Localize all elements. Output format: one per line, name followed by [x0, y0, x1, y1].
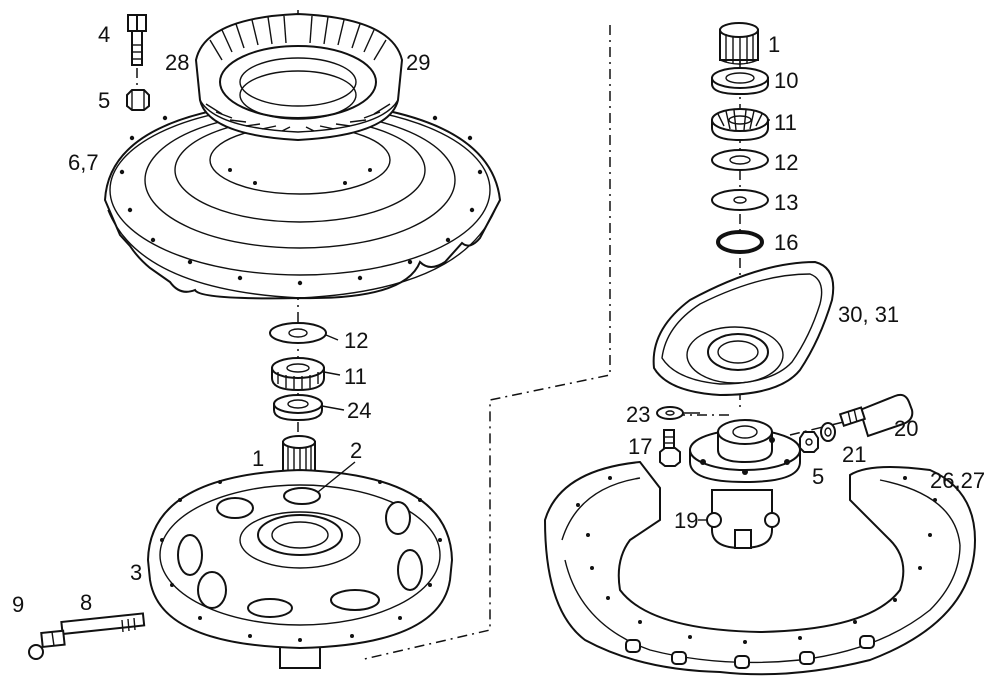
gearbox-hub-19	[689, 419, 801, 550]
label-11-left: 11	[344, 364, 367, 389]
label-26-27: 26,27	[930, 468, 985, 493]
label-1-right: 1	[768, 32, 780, 57]
label-3: 3	[130, 560, 142, 585]
washer-10	[711, 67, 769, 96]
label-12-left: 12	[344, 328, 368, 353]
washer-21	[820, 422, 836, 442]
bevel-gear-28-29	[194, 12, 404, 142]
label-5-right: 5	[812, 464, 824, 489]
label-12-right: 12	[774, 150, 798, 175]
washer-12-left	[269, 322, 327, 344]
label-1-left: 1	[252, 446, 264, 471]
label-23: 23	[626, 402, 650, 427]
label-6-7: 6,7	[68, 150, 99, 175]
pin-8	[60, 612, 146, 636]
label-10: 10	[774, 68, 798, 93]
housing-6-7	[103, 98, 502, 300]
thrust-bearing-11-left	[271, 357, 325, 392]
lower-housing-26-27	[543, 460, 977, 676]
grease-nipple-9	[28, 629, 66, 660]
label-29: 29	[406, 50, 430, 75]
label-20: 20	[894, 416, 918, 441]
base-plate-3	[146, 468, 454, 669]
label-21: 21	[842, 442, 866, 467]
washer-13	[711, 189, 769, 211]
label-5-left: 5	[98, 88, 110, 113]
label-19: 19	[674, 508, 698, 533]
nut-5-left	[126, 89, 150, 111]
label-16: 16	[774, 230, 798, 255]
washer-23	[656, 406, 684, 420]
bolt-4	[127, 14, 147, 66]
thrust-bearing-11-right	[711, 108, 769, 142]
label-17: 17	[628, 434, 652, 459]
label-11-right: 11	[774, 110, 797, 135]
label-8: 8	[80, 590, 92, 615]
label-28: 28	[165, 50, 189, 75]
label-9: 9	[12, 592, 24, 617]
label-2: 2	[350, 438, 362, 463]
label-24: 24	[347, 398, 371, 423]
handle-20	[838, 393, 914, 438]
ring-24	[273, 394, 323, 422]
part-labels: 4 5 6,7 28 29 12 11 24 1 2 3 9 8 1 10 11…	[12, 22, 985, 617]
cover-30-31	[652, 260, 835, 397]
o-ring-16	[716, 230, 764, 254]
bolt-17	[659, 429, 681, 467]
label-4: 4	[98, 22, 110, 47]
label-30-31: 30, 31	[838, 302, 899, 327]
nut-5-right	[799, 431, 819, 453]
washer-12-right	[711, 149, 769, 171]
needle-bearing-1-right	[719, 22, 759, 65]
leader-lines	[317, 119, 770, 521]
label-13: 13	[774, 190, 798, 215]
